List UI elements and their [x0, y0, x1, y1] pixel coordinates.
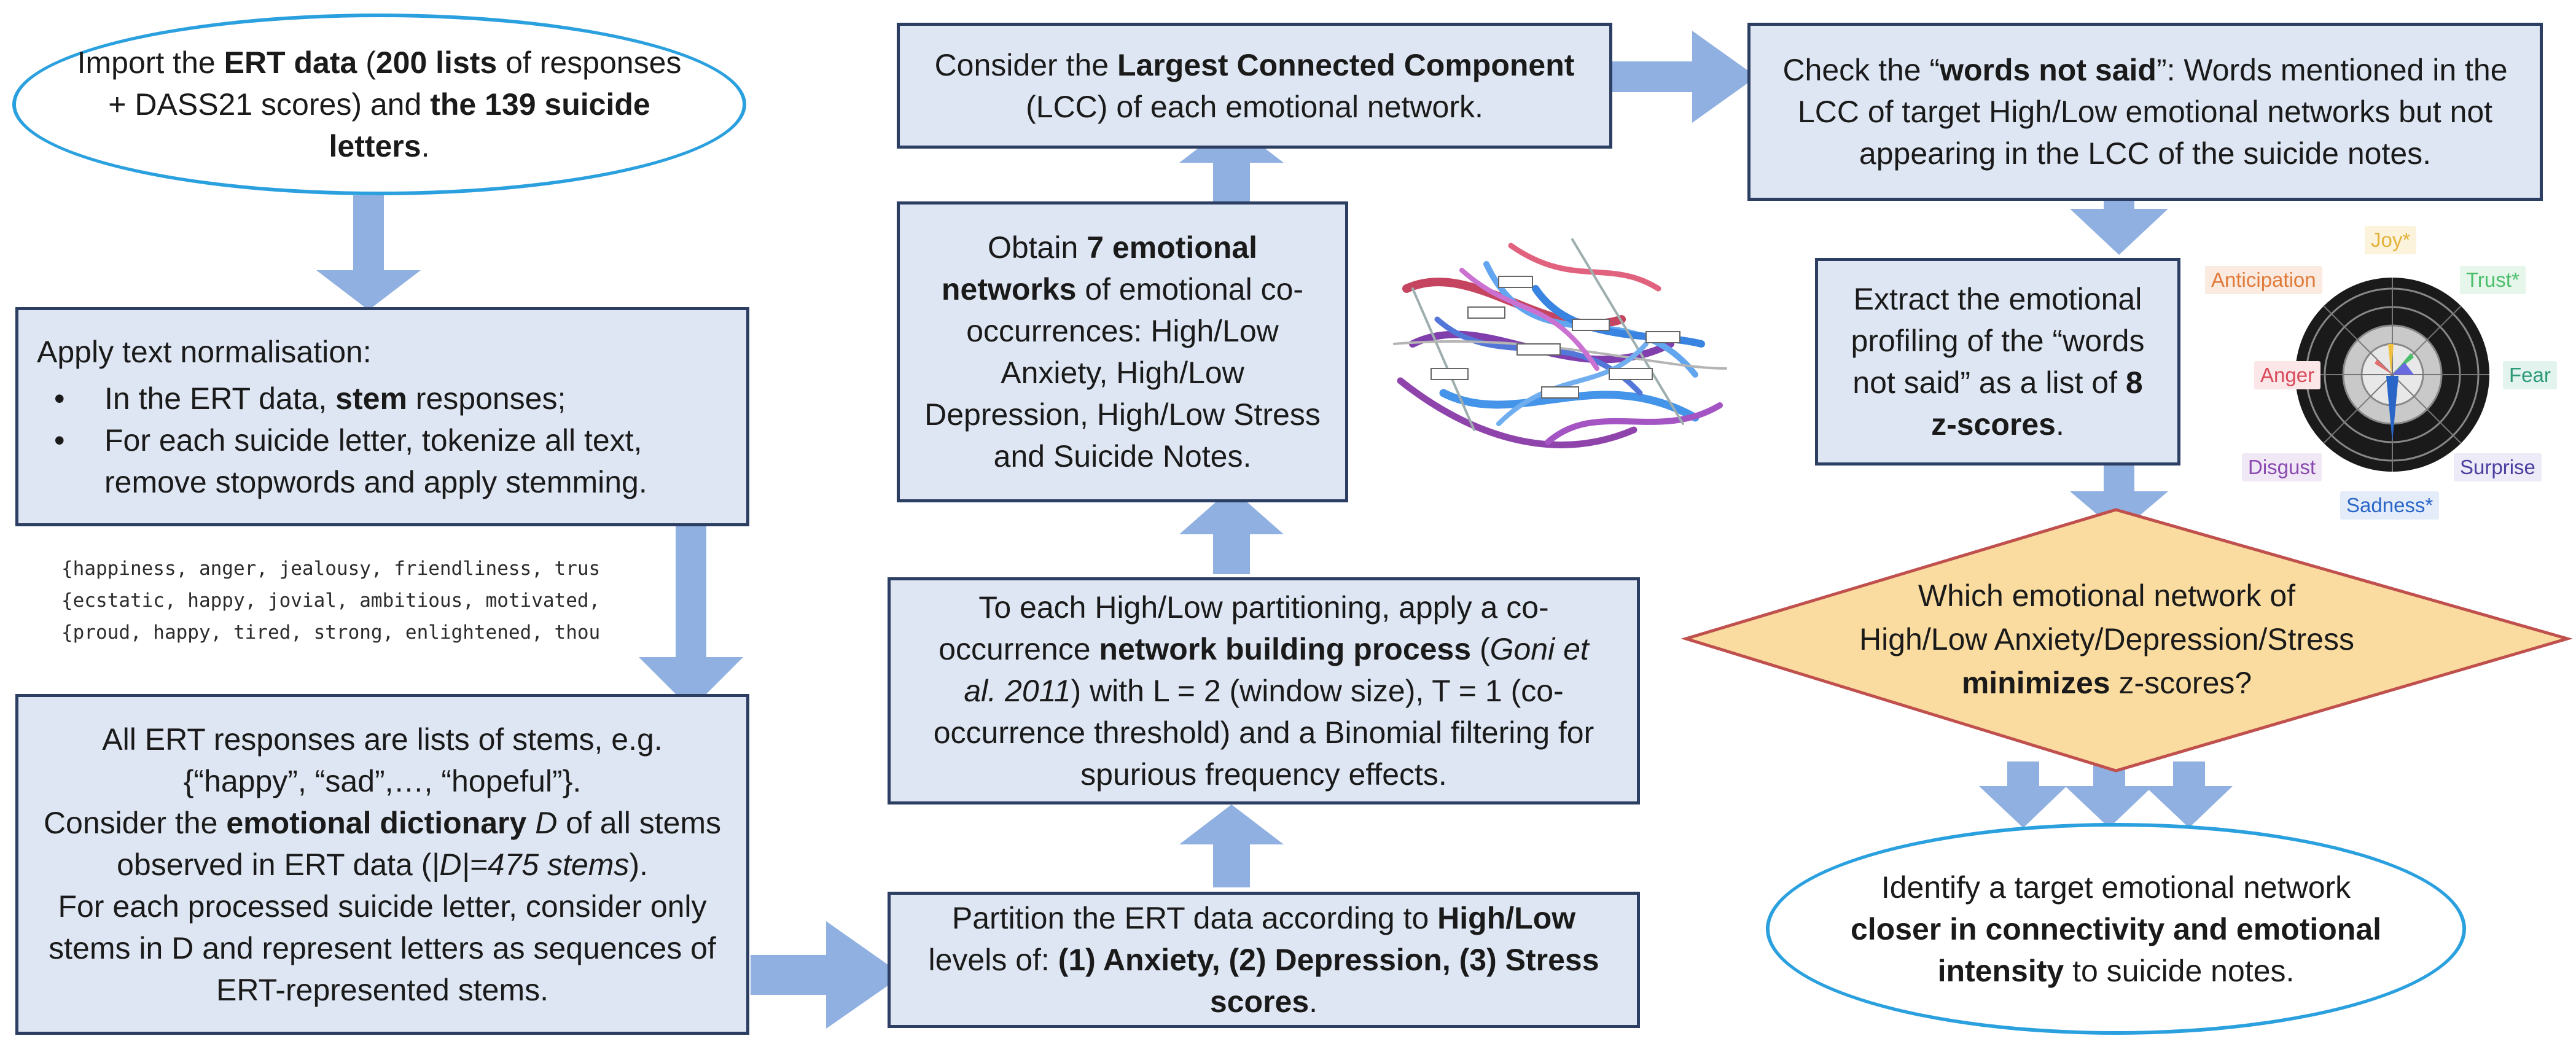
- emotion-label-fear: Fear: [2503, 361, 2557, 389]
- emotional-networks-box: Obtain 7 emotional networks of emotional…: [897, 201, 1348, 502]
- normalisation-step-tokenize: For each suicide letter, tokenize all te…: [37, 419, 728, 503]
- sample-line: {proud, happy, tired, strong, enlightene…: [61, 621, 601, 644]
- normalisation-steps: In the ERT data, stem responses; For eac…: [37, 378, 728, 503]
- partition-box: Partition the ERT data according to High…: [888, 892, 1640, 1028]
- emotion-label-trust: Trust*: [2460, 266, 2526, 294]
- stems-line-4: For each processed suicide letter, consi…: [49, 889, 716, 1007]
- arrow-network-to-obtain: [1179, 488, 1284, 574]
- normalisation-title: Apply text normalisation:: [37, 334, 372, 369]
- decision-text: Which emotional network of High/Low Anxi…: [1769, 574, 2445, 705]
- target-network-ellipse: Identify a target emotional network clos…: [1766, 823, 2466, 1035]
- emotion-label-anger: Anger: [2254, 361, 2321, 389]
- arrow-decision-to-identify-3: [2145, 762, 2233, 828]
- arrow-decision-to-identify-2: [2065, 762, 2153, 828]
- ert-response-samples: {happiness, anger, jealousy, friendlines…: [61, 553, 651, 649]
- stems-line-3: Consider the emotional dictionary D of a…: [43, 805, 722, 882]
- normalisation-step-stem: In the ERT data, stem responses;: [37, 378, 728, 419]
- text-normalisation-box: Apply text normalisation: In the ERT dat…: [15, 307, 749, 526]
- lcc-text: Consider the Largest Connected Component…: [934, 47, 1575, 124]
- arrow-normalise-to-stems: [639, 525, 743, 709]
- sample-line: {ecstatic, happy, jovial, ambitious, mot…: [61, 590, 601, 612]
- emotion-label-surprise: Surprise: [2454, 453, 2542, 481]
- import-data-text: Import the ERT data (200 lists of respon…: [77, 45, 682, 163]
- partition-text: Partition the ERT data according to High…: [928, 901, 1599, 1019]
- network-building-text: To each High/Low partitioning, apply a c…: [933, 590, 1594, 792]
- emotion-label-sadness: Sadness*: [2340, 491, 2440, 520]
- arrow-check-to-extract: [2070, 178, 2168, 255]
- emotion-label-joy: Joy*: [2365, 226, 2417, 254]
- arrow-lcc-to-check: [1612, 31, 1757, 123]
- arrow-decision-to-identify-1: [1979, 762, 2067, 828]
- decision-line-2: High/Low Anxiety/Depression/Stress: [1859, 622, 2354, 656]
- decision-line-1: Which emotional network of: [1918, 578, 2296, 613]
- emotion-label-anticipation: Anticipation: [2205, 266, 2322, 294]
- sample-line: {happiness, anger, jealousy, friendlines…: [61, 558, 601, 580]
- arrow-extract-to-decision: [2070, 464, 2168, 533]
- zscore-profiling-box: Extract the emotional profiling of the “…: [1815, 258, 2180, 466]
- emotion-label-disgust: Disgust: [2242, 453, 2322, 481]
- arrow-import-to-normalise: [316, 195, 421, 310]
- emotional-dictionary-box: All ERT responses are lists of stems, e.…: [15, 694, 749, 1035]
- network-graph-nodes: [1430, 276, 1680, 399]
- decision-line-3: minimizes z-scores?: [1961, 666, 2252, 700]
- words-not-said-text: Check the “words not said”: Words mentio…: [1782, 53, 2508, 171]
- stems-line-2: {“happy”, “sad”,…, “hopeful”}.: [183, 763, 582, 798]
- emotional-networks-text: Obtain 7 emotional networks of emotional…: [924, 230, 1321, 473]
- arrow-stems-to-partition: [751, 921, 903, 1029]
- emotion-radar-chart: [2295, 278, 2489, 472]
- words-not-said-box: Check the “words not said”: Words mentio…: [1747, 23, 2543, 201]
- lcc-box: Consider the Largest Connected Component…: [897, 23, 1612, 149]
- decision-diamond: [1680, 508, 2574, 773]
- import-data-ellipse: Import the ERT data (200 lists of respon…: [12, 14, 746, 195]
- zscore-profiling-text: Extract the emotional profiling of the “…: [1851, 282, 2145, 442]
- arrow-partition-to-network: [1179, 804, 1284, 887]
- target-network-text: Identify a target emotional network clos…: [1850, 870, 2382, 988]
- network-building-box: To each High/Low partitioning, apply a c…: [888, 577, 1640, 804]
- stems-line-1: All ERT responses are lists of stems, e.…: [102, 722, 663, 757]
